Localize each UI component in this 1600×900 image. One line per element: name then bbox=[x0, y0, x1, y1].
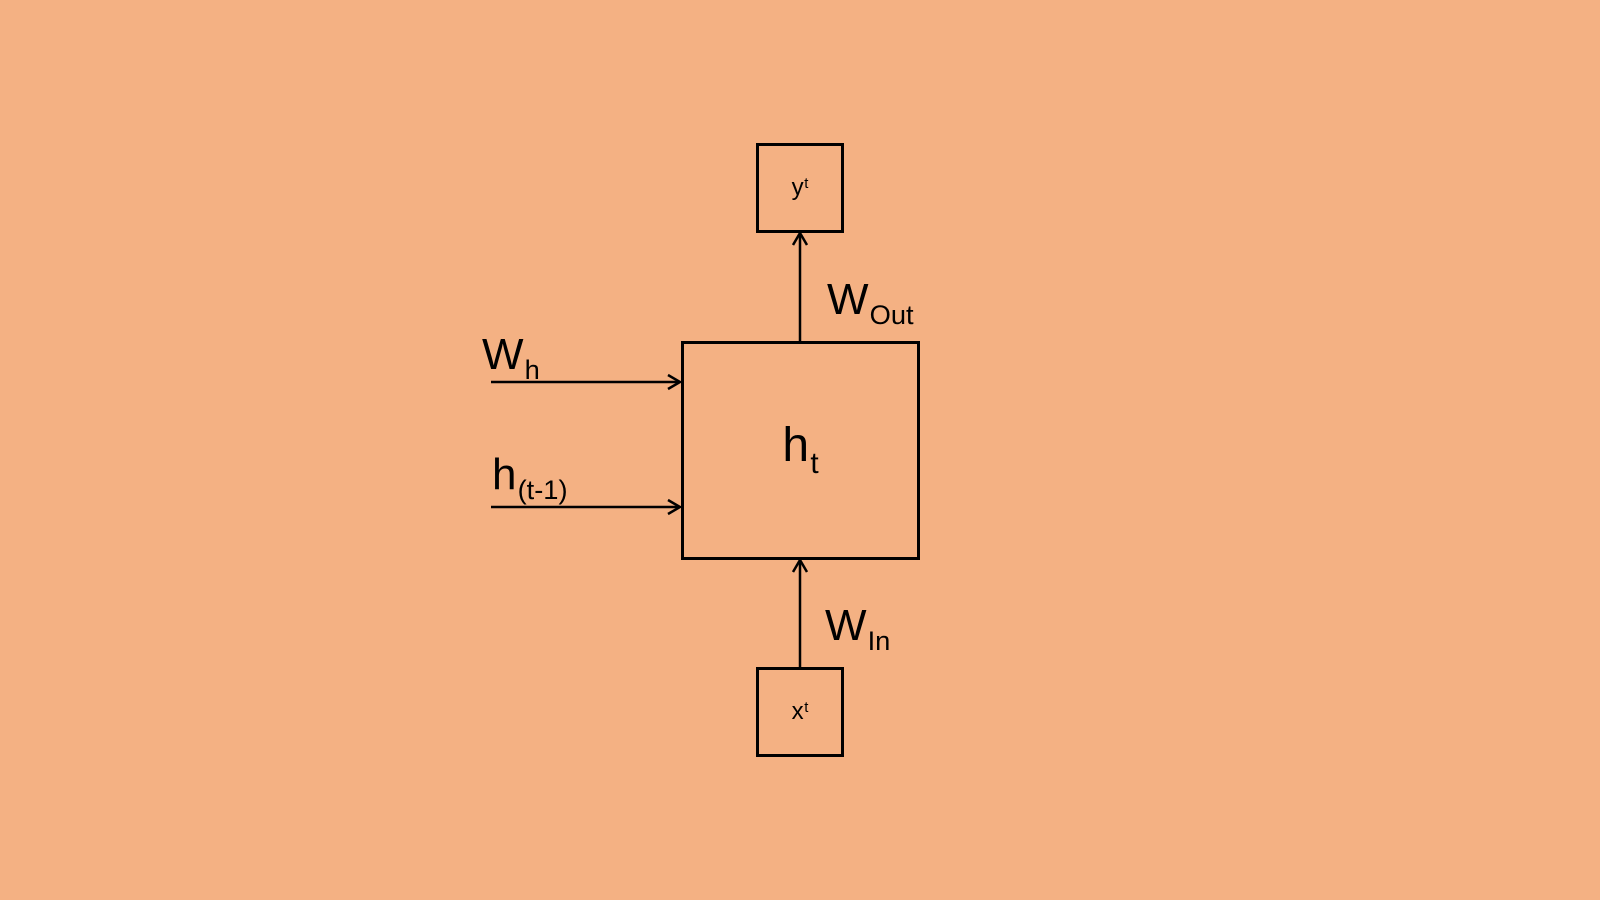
input-node: xt bbox=[756, 667, 844, 757]
input-weight-arrowhead bbox=[791, 557, 809, 573]
previous-state-label: h(t-1) bbox=[492, 450, 568, 506]
previous-state-arrowhead bbox=[667, 498, 683, 516]
output-node: yt bbox=[756, 143, 844, 233]
hidden-state-label: ht bbox=[782, 419, 819, 480]
input-weight-label: WIn bbox=[825, 601, 891, 657]
output-label: yt bbox=[791, 174, 809, 201]
recurrent-weight-arrowhead bbox=[667, 373, 683, 391]
hidden-state-node: ht bbox=[681, 341, 920, 560]
input-label: xt bbox=[791, 698, 809, 725]
recurrent-weight-label: Wh bbox=[482, 330, 540, 386]
output-weight-arrowhead bbox=[791, 230, 809, 246]
output-weight-label: WOut bbox=[827, 275, 914, 331]
